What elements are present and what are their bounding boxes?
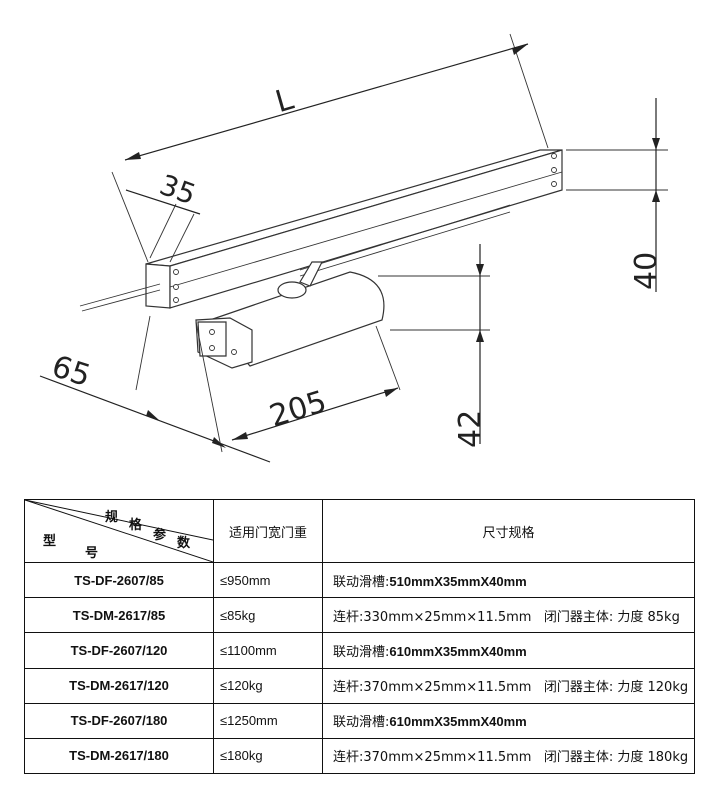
spec-cell: 连杆:330mm×25mm×11.5mm 闭门器主体: 力度 85kg [322, 597, 695, 634]
table-row: TS-DF-2607/180 ≤1250mm 联动滑槽:610mmX35mmX4… [24, 702, 695, 739]
spec-extra: 闭门器主体: 力度 180kg [543, 750, 689, 766]
spec-cell: 联动滑槽:510mmX35mmX40mm [322, 562, 695, 599]
weight-cell: ≤950mm [213, 562, 323, 599]
spec-cell: 连杆:370mm×25mm×11.5mm 闭门器主体: 力度 180kg [322, 737, 695, 775]
dim-rail-width-label: 35 [155, 168, 200, 211]
table-row: TS-DM-2617/85 ≤85kg 连杆:330mm×25mm×11.5mm… [24, 597, 695, 634]
spec-label: 联动滑槽: [333, 574, 390, 590]
dim-rail-height-label: 40 [629, 252, 664, 290]
dim-rail-width: 35 [125, 168, 201, 263]
spec-value: 610mmX35mmX40mm [389, 644, 527, 660]
header-size-spec: 尺寸规格 [322, 498, 695, 564]
header-gui: 规 [105, 509, 119, 524]
spec-cell: 联动滑槽:610mmX35mmX40mm [322, 632, 695, 669]
closer-body [195, 261, 385, 369]
header-hao: 号 [85, 545, 99, 560]
spec-table: 规 格 参 数 型 号 适用门宽门重 尺寸规格 TS-DF-2607/85 ≤9… [24, 498, 695, 775]
dim-length-label: L [272, 82, 298, 120]
table-row: TS-DF-2607/85 ≤950mm 联动滑槽:510mmX35mmX40m… [24, 562, 695, 599]
spec-label: 联动滑槽: [333, 715, 390, 731]
spec-value: 330mm×25mm×11.5mm [363, 609, 532, 625]
dim-body-offset-label: 65 [48, 349, 95, 394]
weight-cell: ≤85kg [213, 597, 323, 634]
diagonal-lines [25, 500, 213, 562]
dim-rail-height: 40 [566, 98, 668, 292]
slide-rail [79, 149, 563, 312]
spec-extra: 闭门器主体: 力度 120kg [543, 680, 689, 696]
spec-extra: 闭门器主体: 力度 85kg [543, 609, 680, 625]
table-header-row: 规 格 参 数 型 号 适用门宽门重 尺寸规格 [24, 498, 695, 564]
spec-cell: 联动滑槽:610mmX35mmX40mm [322, 702, 695, 739]
table-row: TS-DM-2617/120 ≤120kg 连杆:370mm×25mm×11.5… [24, 667, 695, 704]
table-row: TS-DF-2607/120 ≤1100mm 联动滑槽:610mmX35mmX4… [24, 632, 695, 669]
dim-body-height: 42 [378, 244, 490, 448]
model-cell: TS-DF-2607/85 [24, 562, 214, 599]
spec-cell: 连杆:370mm×25mm×11.5mm 闭门器主体: 力度 120kg [322, 667, 695, 704]
weight-cell: ≤1250mm [213, 702, 323, 739]
spec-label: 联动滑槽: [333, 645, 390, 661]
diagonal-header-cell: 规 格 参 数 型 号 [24, 498, 214, 564]
spec-label: 连杆: [333, 680, 364, 696]
table-row: TS-DM-2617/180 ≤180kg 连杆:370mm×25mm×11.5… [24, 737, 695, 775]
model-cell: TS-DF-2607/120 [24, 632, 214, 669]
header-can: 参 [153, 527, 167, 542]
spec-label: 连杆: [333, 609, 364, 625]
weight-cell: ≤1100mm [213, 632, 323, 669]
spec-value: 510mmX35mmX40mm [389, 573, 527, 589]
spec-value: 370mm×25mm×11.5mm [363, 750, 532, 766]
header-ge: 格 [129, 517, 143, 532]
spec-value: 610mmX35mmX40mm [389, 714, 527, 730]
model-cell: TS-DM-2617/85 [24, 597, 214, 634]
model-cell: TS-DM-2617/180 [24, 737, 214, 775]
header-door-weight: 适用门宽门重 [213, 498, 323, 564]
header-xing: 型 [43, 533, 57, 548]
spec-value: 370mm×25mm×11.5mm [363, 680, 532, 696]
header-shu: 数 [177, 535, 191, 550]
model-cell: TS-DF-2607/180 [24, 702, 214, 739]
weight-cell: ≤120kg [213, 667, 323, 704]
dim-length: L [111, 33, 549, 263]
spec-label: 连杆: [333, 750, 364, 766]
dim-body-height-label: 42 [453, 410, 488, 448]
weight-cell: ≤180kg [213, 737, 323, 775]
door-closer-drawing: L 35 40 65 205 42 [39, 33, 668, 463]
dim-body-length-label: 205 [266, 384, 331, 434]
model-cell: TS-DM-2617/120 [24, 667, 214, 704]
